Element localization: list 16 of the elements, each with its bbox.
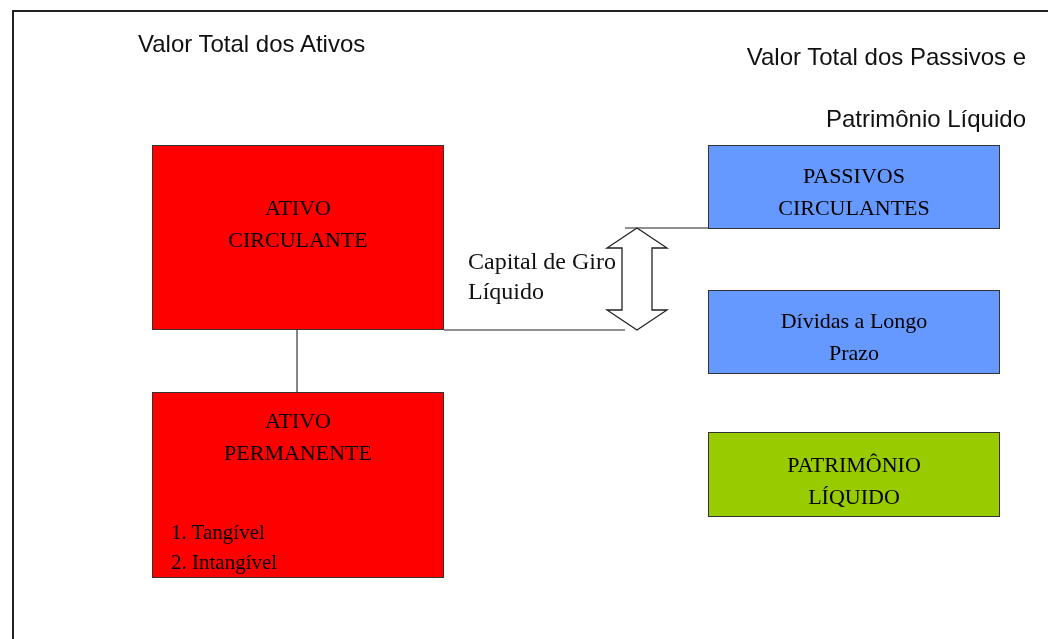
account-box: [152, 392, 444, 578]
box-title: ATIVO CIRCULANTE: [227, 194, 369, 254]
dimension-label: Capital de Giro Líquido: [468, 247, 617, 306]
account-box: [708, 432, 1000, 517]
list-item: 1. Tangível: [171, 519, 266, 546]
account-box: [708, 290, 1000, 374]
box-title: ATIVO PERMANENTE: [223, 407, 373, 467]
list-item: 2. Intangível: [171, 549, 279, 576]
account-box: [152, 145, 444, 330]
column-heading: Valor Total dos Ativos: [138, 29, 367, 59]
box-title: Dívidas a Longo Prazo: [779, 307, 929, 367]
box-title: PASSIVOS CIRCULANTES: [777, 162, 931, 222]
column-heading: Valor Total dos Passivos e Patrimônio Líquido: [745, 42, 1026, 134]
connector-line: [296, 329, 298, 393]
account-box: [708, 145, 1000, 229]
box-title: PATRIMÔNIO LÍQUIDO: [786, 451, 922, 511]
